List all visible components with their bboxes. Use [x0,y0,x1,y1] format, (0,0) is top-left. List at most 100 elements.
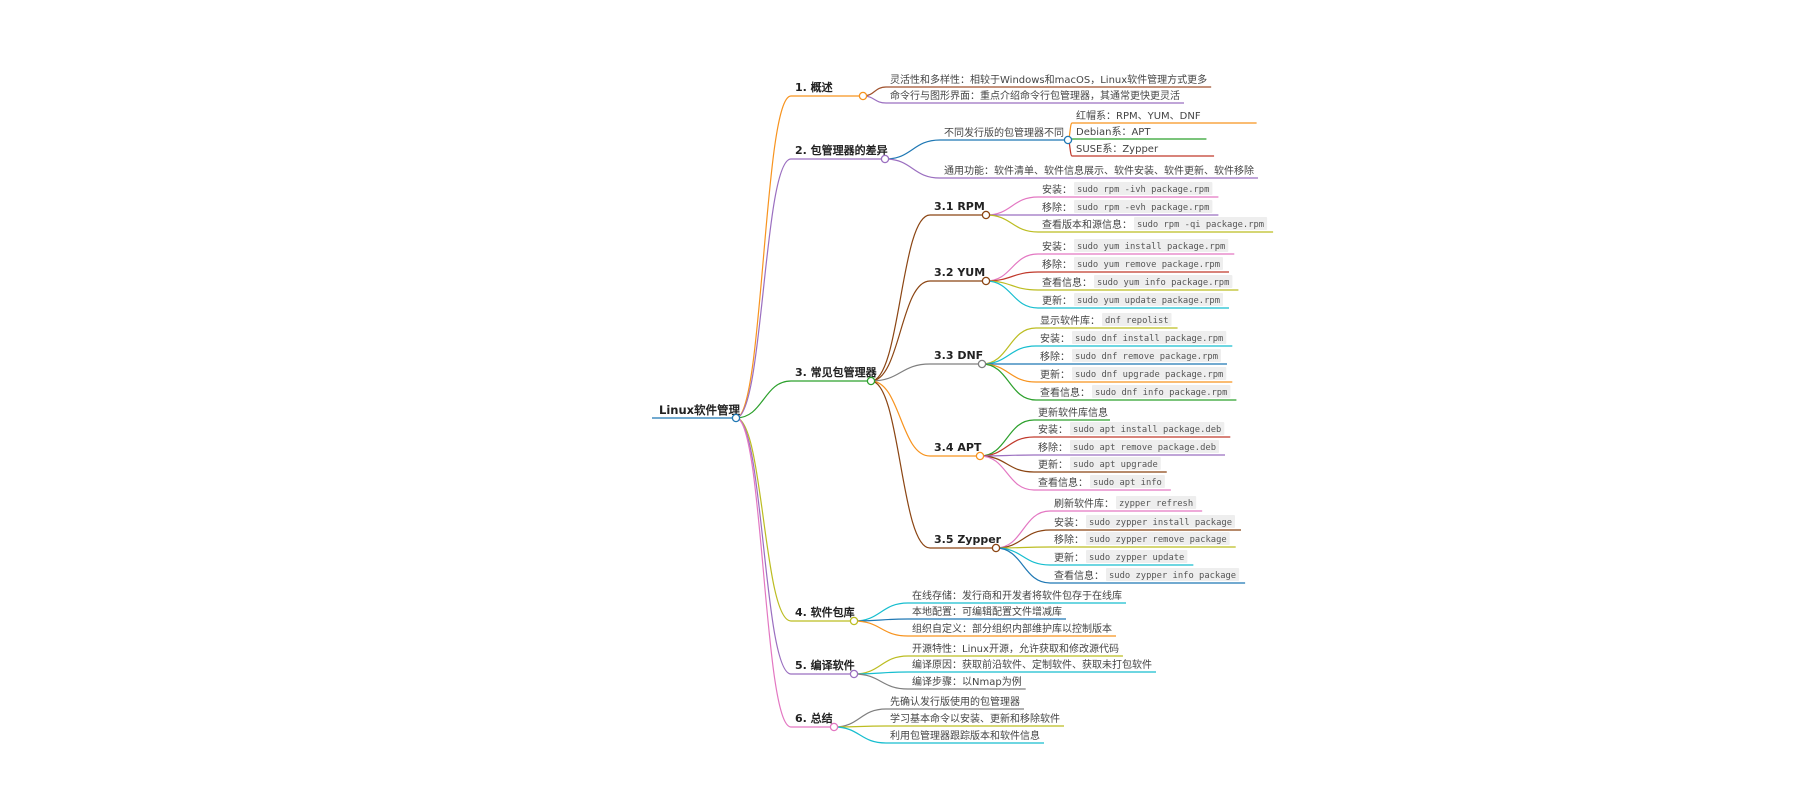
pkg-manager-toggle[interactable] [977,359,987,369]
leaf-label: 移除： [1054,533,1084,546]
edge-root-branch [735,417,792,622]
edge-root-branch [735,95,792,419]
code-box [1074,182,1213,195]
leaf-label: 查看信息： [1038,476,1088,489]
leaf-code: sudo apt upgrade [1073,460,1158,470]
code-box [1072,349,1221,362]
edge-l2-leaf [979,436,1035,457]
pkg-manager-label: 3.4 APT [934,441,982,454]
leaf-label: 安装： [1038,423,1068,436]
edge-l2-leaf [995,547,1051,584]
leaf-label: 红帽系：RPM、YUM、DNF [1076,109,1201,122]
code-box [1072,331,1227,344]
leaf-label: Debian系：APT [1076,126,1151,138]
leaf-label: 利用包管理器跟踪版本和软件信息 [890,729,1040,742]
leaf-code: sudo yum info package.rpm [1097,278,1229,288]
leaf-label: 编译步骤：以Nmap为例 [912,675,1022,688]
leaf-label: 本地配置：可编辑配置文件增减库 [912,605,1062,618]
leaf-label: 灵活性和多样性：相较于Windows和macOS，Linux软件管理方式更多 [890,73,1207,86]
leaf-label: 组织自定义：部分组织内部维护库以控制版本 [912,622,1112,635]
pkg-manager-toggle[interactable] [981,276,991,286]
leaf-label: 查看信息： [1042,276,1092,289]
leaf-label: 安装： [1042,183,1072,196]
leaf-code: sudo yum update package.rpm [1077,296,1220,306]
edge-branch-leaf [853,602,909,622]
edge-l2-leaf [981,363,1037,401]
leaf-label: 通用功能：软件清单、软件信息展示、软件安装、软件更新、软件移除 [944,164,1254,177]
leaf-label: 移除： [1042,258,1072,271]
branch-toggle[interactable] [849,669,859,679]
leaf-label: 更新： [1040,368,1070,381]
root-toggle[interactable] [731,413,741,423]
edge-l2-leaf [981,327,1037,365]
leaf-code: dnf repolist [1105,316,1169,326]
code-box [1086,550,1188,563]
sub-node-toggle[interactable] [1063,135,1073,145]
leaf-label: 刷新软件库： [1054,497,1114,510]
branch-5-label: 5. 编译软件 [795,658,855,672]
code-box [1074,239,1229,252]
leaf-code: sudo dnf upgrade package.rpm [1075,370,1223,380]
leaf-label: 查看信息： [1040,386,1090,399]
branch-4-label: 4. 软件包库 [795,605,855,619]
code-box [1134,217,1268,230]
leaf-code: sudo zypper install package [1089,518,1232,528]
code-box [1072,367,1227,380]
edge-root-branch [735,158,792,419]
branch-1-label: 1. 概述 [795,80,833,94]
branch-toggle[interactable] [829,722,839,732]
code-box [1074,200,1213,213]
edge-l2-leaf [995,547,1051,566]
leaf-label: 显示软件库： [1040,314,1100,327]
edge-branch-leaf [853,620,909,637]
leaf-code: sudo dnf info package.rpm [1095,388,1227,398]
leaf-label: 移除： [1042,201,1072,214]
code-box [1090,475,1165,488]
branch-toggle[interactable] [866,376,876,386]
pkg-manager-toggle[interactable] [991,543,1001,553]
pkg-manager-toggle[interactable] [981,210,991,220]
branch-2-label: 2. 包管理器的差异 [795,143,888,157]
root-node: Linux软件管理 [659,403,741,417]
leaf-label: 命令行与图形界面：重点介绍命令行包管理器，其通常更快更灵活 [890,89,1180,102]
edge-branch-leaf [884,139,941,160]
edge-l2-leaf [985,196,1039,216]
branch-toggle[interactable] [880,154,890,164]
leaf-label: 安装： [1054,516,1084,529]
pkg-manager-label: 3.3 DNF [934,349,983,362]
leaf-label: 查看版本和源信息： [1042,218,1132,231]
leaf-code: sudo zypper update [1089,553,1184,563]
edge-l2-leaf [981,345,1037,365]
leaf-label: 先确认发行版使用的包管理器 [890,695,1020,708]
leaf-code: sudo apt info [1093,478,1162,488]
leaf-label: 查看信息： [1054,569,1104,582]
edge-branch-leaf [884,158,941,179]
mindmap-edges [652,86,1274,744]
code-box [1074,293,1223,306]
pkg-manager-label: 3.2 YUM [934,266,985,279]
code-box [1086,532,1230,545]
edge-root-branch [735,417,792,675]
pkg-manager-toggle[interactable] [975,451,985,461]
edge-branch-leaf [853,655,909,675]
code-box [1106,568,1240,581]
branch-toggle[interactable] [849,616,859,626]
code-box [1070,422,1225,435]
leaf-label: 更新软件库信息 [1038,406,1108,419]
edge-branch-l2 [870,380,931,457]
leaf-code: sudo dnf install package.rpm [1075,334,1223,344]
branch-toggle[interactable] [858,91,868,101]
leaf-label: 开源特性：Linux开源，允许获取和修改源代码 [912,642,1119,655]
code-box [1074,257,1223,270]
edge-root-branch [735,380,792,419]
branch-3-label: 3. 常见包管理器 [795,365,878,379]
code-box [1086,515,1235,528]
code-box [1070,440,1219,453]
leaf-label: 学习基本命令以安装、更新和移除软件 [890,712,1060,725]
leaf-label: 更新： [1038,458,1068,471]
edge-l2-leaf [995,529,1051,549]
leaf-label: SUSE系：Zypper [1076,143,1159,155]
leaf-code: sudo zypper info package [1109,571,1236,581]
edge-l2-leaf [985,214,1039,233]
